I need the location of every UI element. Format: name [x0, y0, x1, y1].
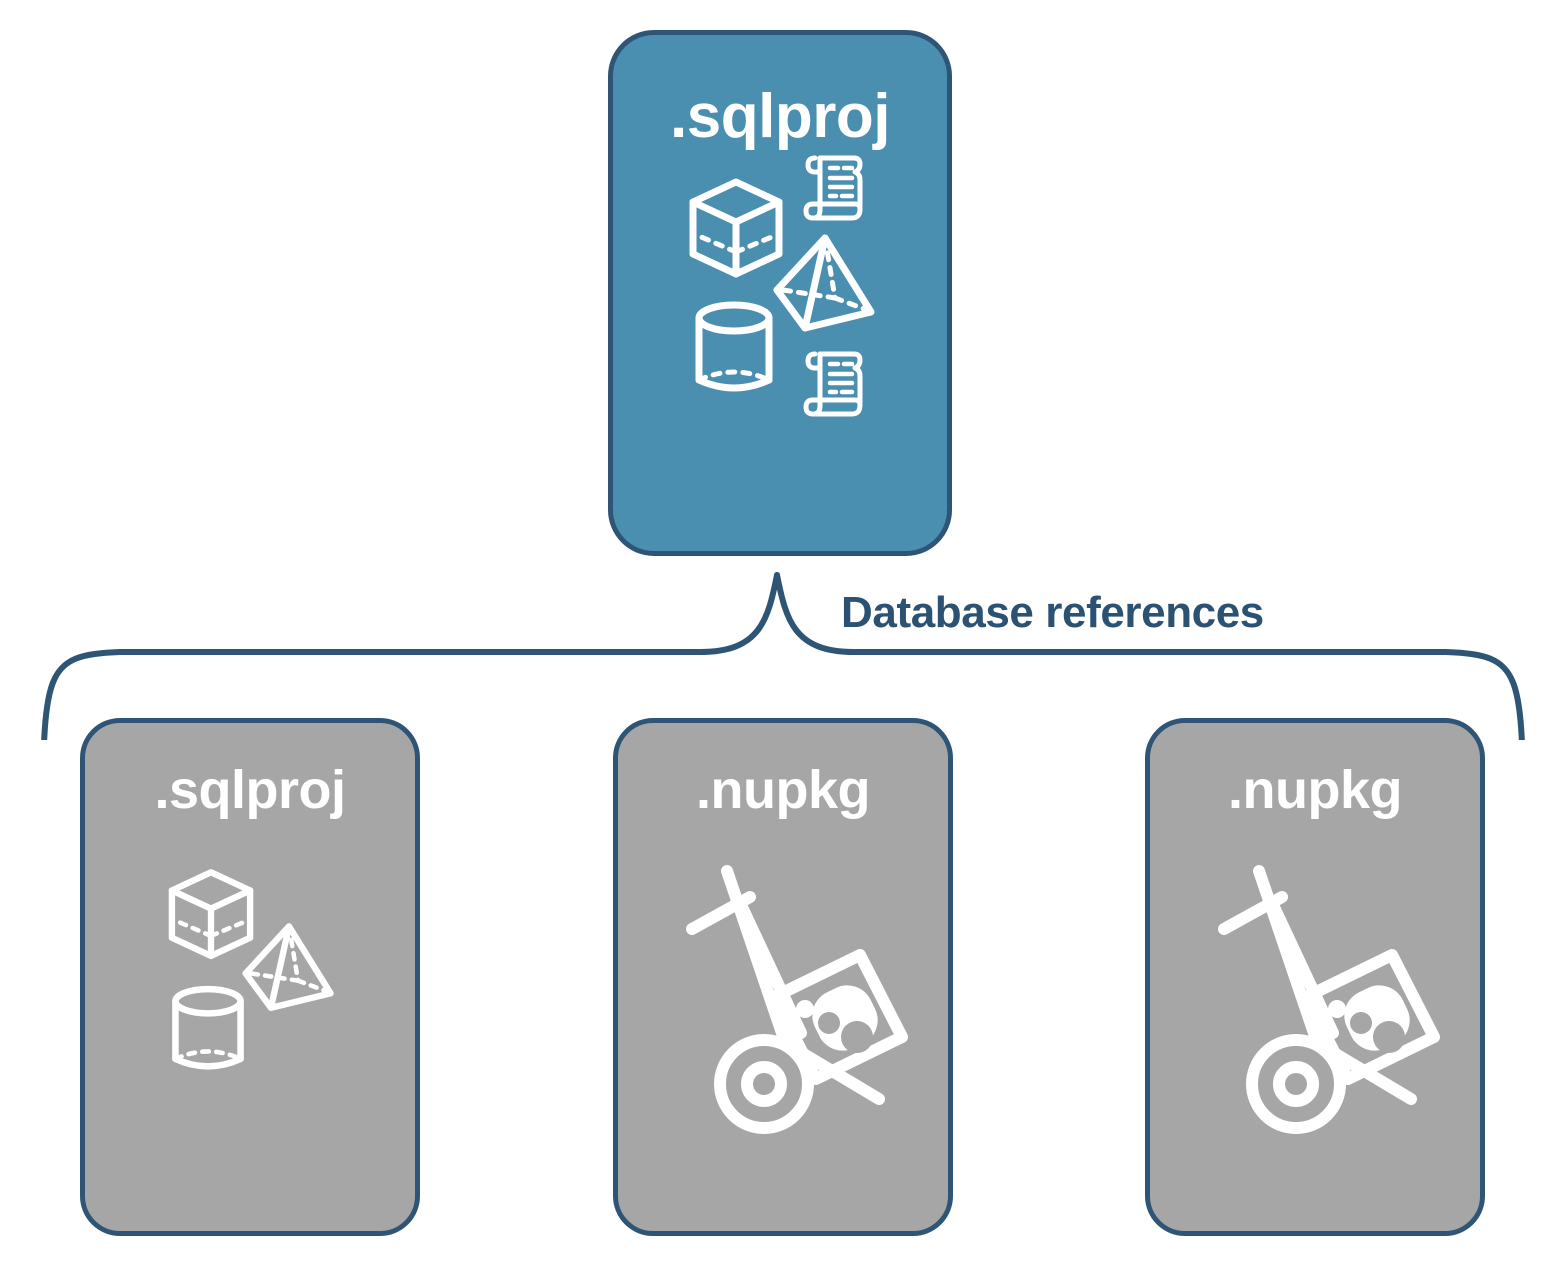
- child-card-nupkg-2[interactable]: .nupkg: [1145, 718, 1485, 1236]
- parent-card-title: .sqlproj: [670, 82, 890, 151]
- hand-truck-package-icon: [686, 865, 908, 1134]
- child-card-icons: [618, 821, 948, 1231]
- cube-icon: [168, 869, 254, 960]
- child-card-sqlproj[interactable]: .sqlproj: [80, 718, 420, 1236]
- child-card-nupkg-1[interactable]: .nupkg: [613, 718, 953, 1236]
- child-card-icons: [1150, 821, 1480, 1231]
- brace-label: Database references: [841, 588, 1264, 637]
- child-card-icons: [85, 821, 415, 1231]
- child-card-title: .nupkg: [1228, 760, 1402, 820]
- pyramid-icon: [242, 923, 334, 1011]
- parent-card-icons: [613, 152, 947, 551]
- child-card-title: .nupkg: [696, 760, 870, 820]
- hand-truck-package-icon: [1218, 865, 1440, 1134]
- cube-icon: [689, 178, 783, 278]
- scroll-icon: [803, 351, 863, 417]
- pyramid-icon: [773, 234, 875, 332]
- cylinder-icon: [172, 985, 244, 1070]
- child-card-title: .sqlproj: [154, 760, 346, 820]
- database-references-brace: [41, 572, 1525, 740]
- cylinder-icon: [695, 301, 773, 392]
- parent-card-sqlproj[interactable]: .sqlproj: [608, 30, 952, 556]
- scroll-icon: [803, 155, 863, 221]
